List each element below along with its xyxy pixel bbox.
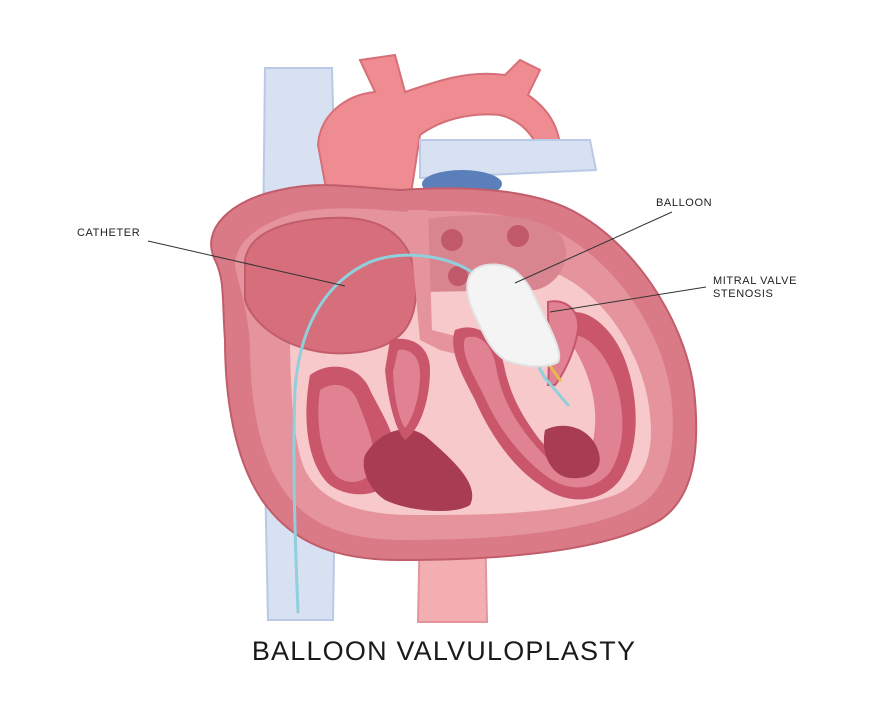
left-ventricle-muscle — [453, 312, 636, 500]
pulmonary-vein — [419, 139, 598, 180]
papillary-muscle-right — [363, 429, 473, 512]
vein-opening-3 — [448, 266, 468, 286]
aortic-arch — [316, 53, 562, 212]
vein-opening-1 — [441, 229, 463, 251]
mitral-label-line2: STENOSIS — [713, 288, 774, 300]
vein-opening-2 — [507, 225, 529, 247]
balloon-leader-line — [514, 211, 673, 284]
balloon-label: BALLOON — [656, 197, 712, 210]
balloon — [466, 263, 561, 368]
left-ventricle-muscle-inner — [463, 335, 623, 488]
mitral-leader-line — [549, 286, 707, 313]
mitral-label-line1: MITRAL VALVE — [713, 275, 798, 287]
catheter-label: CATHETER — [77, 227, 140, 240]
papillary-muscle-left — [543, 425, 600, 479]
mitral-valve-stenosis-label: MITRAL VALVE STENOSIS — [713, 275, 797, 301]
catheter-label-text: CATHETER — [77, 227, 141, 239]
diagram-title: BALLOON VALVULOPLASTY — [251, 636, 637, 666]
right-ventricle-muscle-inner — [318, 384, 374, 482]
balloon-label-text: BALLOON — [656, 197, 713, 209]
right-atrium — [244, 216, 417, 355]
tricuspid-leaflet-inner — [393, 349, 420, 428]
catheter-leader-line — [147, 240, 346, 287]
